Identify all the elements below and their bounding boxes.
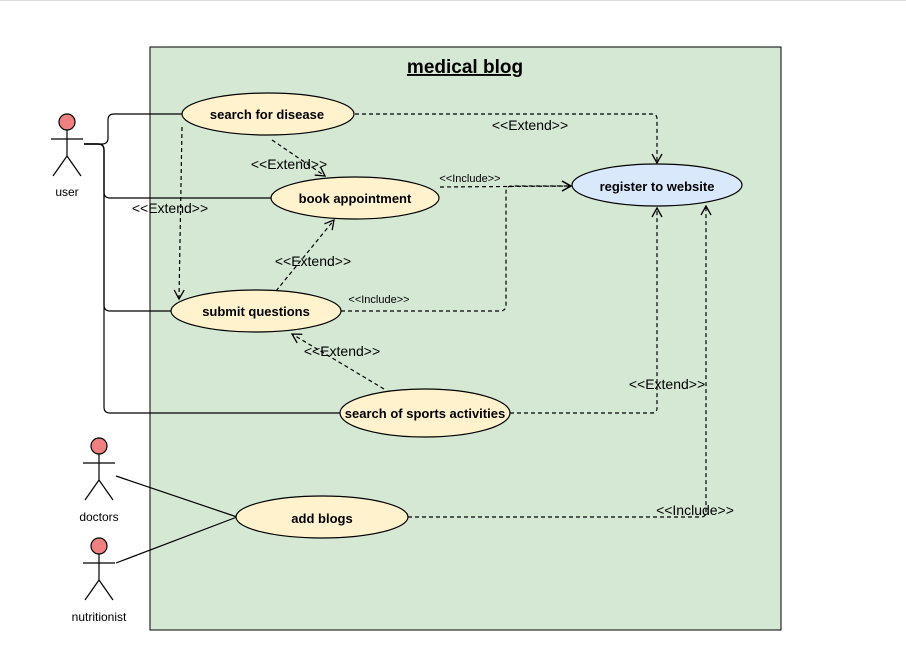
label-include-submit-register: <<Include>> [348,294,409,306]
edge-book-register [439,180,573,192]
user-associations [84,113,341,564]
svg-text:add blogs: add blogs [291,511,352,526]
system-title: medical blog [407,57,523,78]
use-case-search-sports[interactable]: search of sports activities [339,388,511,438]
actor-user-label: user [55,185,78,199]
label-include-blogs-register: <<Include>> [656,502,734,518]
label-extend-sports-submit: <<Extend>> [304,343,380,359]
use-case-search-disease[interactable]: search for disease [181,92,355,136]
svg-text:search for disease: search for disease [210,107,324,122]
label-extend-search-register: <<Extend>> [492,117,568,133]
edge-sports-submit [290,333,385,390]
actor-user[interactable] [51,113,83,177]
use-case-add-blogs[interactable]: add blogs [235,495,409,539]
edge-search-register [355,113,663,165]
actor-doctors[interactable] [83,437,115,501]
actor-doctors-label: doctors [79,510,118,524]
edge-search-submit [173,126,185,301]
actor-head [90,437,108,455]
edge-blogs-register [408,204,712,518]
edge-submit-register [341,180,573,312]
edge-submit-book [275,218,335,292]
label-extend-search-book: <<Extend>> [251,156,327,172]
label-include-book-register: <<Include>> [439,173,500,185]
svg-text:register to website: register to website [600,179,715,194]
actor-nutritionist-label: nutritionist [72,610,127,624]
svg-text:submit questions: submit questions [202,304,310,319]
svg-text:book appointment: book appointment [299,191,412,206]
use-case-book-appointment[interactable]: book appointment [270,176,440,220]
label-extend-submit-book: <<Extend>> [275,253,351,269]
relations [173,113,712,518]
edge-search-book [271,139,327,177]
svg-text:search of sports activities: search of sports activities [345,406,505,421]
use-case-submit-questions[interactable]: submit questions [170,289,342,333]
use-case-register[interactable]: register to website [571,163,743,207]
system-boundary [149,46,782,631]
actor-nutritionist[interactable] [83,537,115,601]
actor-head [58,113,76,131]
actor-head [90,537,108,555]
label-extend-sports-register: <<Extend>> [629,376,705,392]
edge-sports-register [510,206,663,414]
label-extend-search-submit: <<Extend>> [132,200,208,216]
